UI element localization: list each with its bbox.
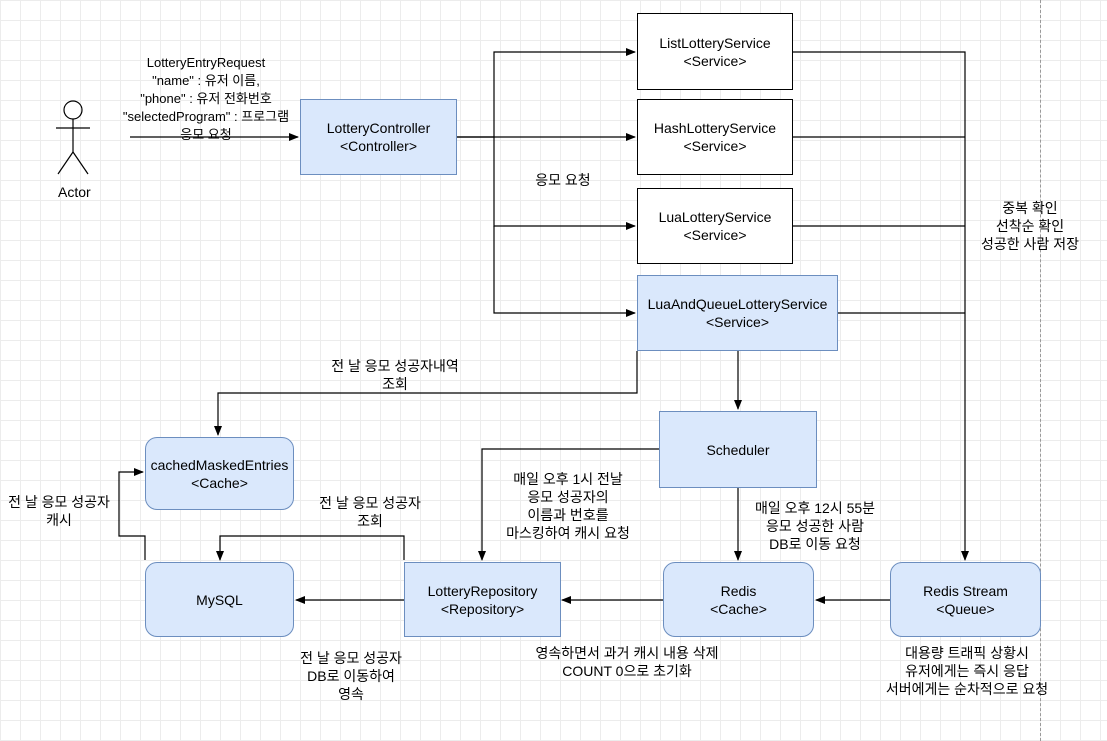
node-stereotype: <Cache> xyxy=(191,474,248,491)
node-stereotype: <Cache> xyxy=(710,600,767,617)
node-title: LotteryRepository xyxy=(427,582,538,599)
apply-request-label: 응모 요청 xyxy=(535,172,591,188)
edge-scheduler-repository xyxy=(478,448,659,561)
lottery-repository-node[interactable]: LotteryRepository <Repository> xyxy=(404,562,561,637)
node-stereotype: <Service> xyxy=(683,52,747,69)
redis-stream-node[interactable]: Redis Stream <Queue> xyxy=(890,562,1041,637)
lookup-prev-day-label: 전 날 응모 성공자 조회 xyxy=(319,495,421,529)
persist-prev-day-label: 전 날 응모 성공자 DB로 이동하여 영속 xyxy=(300,650,402,702)
daily-1255-label: 매일 오후 12시 55분 응모 성공한 사람 DB로 이동 요청 xyxy=(754,500,876,552)
edge-controller-luaqueue xyxy=(493,226,636,317)
service-checks-label: 중복 확인 선착순 확인 성공한 사람 저장 xyxy=(981,200,1079,252)
edge-mysql-cache xyxy=(118,468,146,560)
lottery-controller-node[interactable]: LotteryController <Controller> xyxy=(300,99,457,175)
page-boundary-line xyxy=(1040,0,1041,741)
node-title: ListLotteryService xyxy=(659,34,771,51)
node-title: Redis Stream xyxy=(923,582,1008,599)
node-title: HashLotteryService xyxy=(653,120,777,136)
node-stereotype: <Service> xyxy=(683,138,747,154)
lua-lottery-service-node[interactable]: LuaLotteryService <Service> xyxy=(637,188,793,264)
actor-figure xyxy=(56,100,90,175)
node-title: Scheduler xyxy=(706,441,770,458)
node-stereotype: <Controller> xyxy=(339,138,418,154)
daily-1pm-label: 매일 오후 1시 전날 응모 성공자의 이름과 번호를 마스킹하여 캐시 요청 xyxy=(506,471,630,541)
node-title: cachedMaskedEntries xyxy=(150,456,289,473)
mysql-node[interactable]: MySQL xyxy=(145,562,294,637)
edge-repository-mysql-lookup xyxy=(216,535,405,561)
hash-lottery-service-node[interactable]: HashLotteryService <Service> xyxy=(637,99,793,175)
node-title: LotteryController xyxy=(326,120,431,136)
actor-label: Actor xyxy=(58,184,91,200)
node-title: LuaAndQueueLotteryService xyxy=(647,296,828,312)
scheduler-node[interactable]: Scheduler xyxy=(659,411,817,488)
persist-delete-label: 영속하면서 과거 캐시 내용 삭제 COUNT 0으로 초기화 xyxy=(535,645,719,679)
node-stereotype: <Queue> xyxy=(936,600,995,617)
high-traffic-label: 대용량 트래픽 상황시 유저에게는 즉시 응답 서버에게는 순차적으로 요청 xyxy=(885,645,1049,697)
request-payload-label: LotteryEntryRequest "name" : 유저 이름, "pho… xyxy=(122,55,290,142)
node-stereotype: <Service> xyxy=(705,314,770,330)
prev-day-lookup-label: 전 날 응모 성공자내역 조회 xyxy=(331,358,459,392)
edge-luaqueue-cache xyxy=(214,351,638,436)
cache-prev-day-label: 전 날 응모 성공자 캐시 xyxy=(8,494,110,528)
lua-and-queue-lottery-service-node[interactable]: LuaAndQueueLotteryService <Service> xyxy=(637,275,838,351)
list-lottery-service-node[interactable]: ListLotteryService <Service> xyxy=(637,13,793,90)
redis-node[interactable]: Redis <Cache> xyxy=(663,562,814,637)
cached-masked-entries-node[interactable]: cachedMaskedEntries <Cache> xyxy=(145,437,294,510)
edge-services-stream xyxy=(793,51,969,561)
node-title: Redis xyxy=(720,582,757,599)
node-title: LuaLotteryService xyxy=(658,209,772,225)
node-title: MySQL xyxy=(196,591,243,608)
edge-controller-list xyxy=(457,48,636,138)
node-stereotype: <Repository> xyxy=(440,600,525,617)
node-stereotype: <Service> xyxy=(683,227,747,243)
